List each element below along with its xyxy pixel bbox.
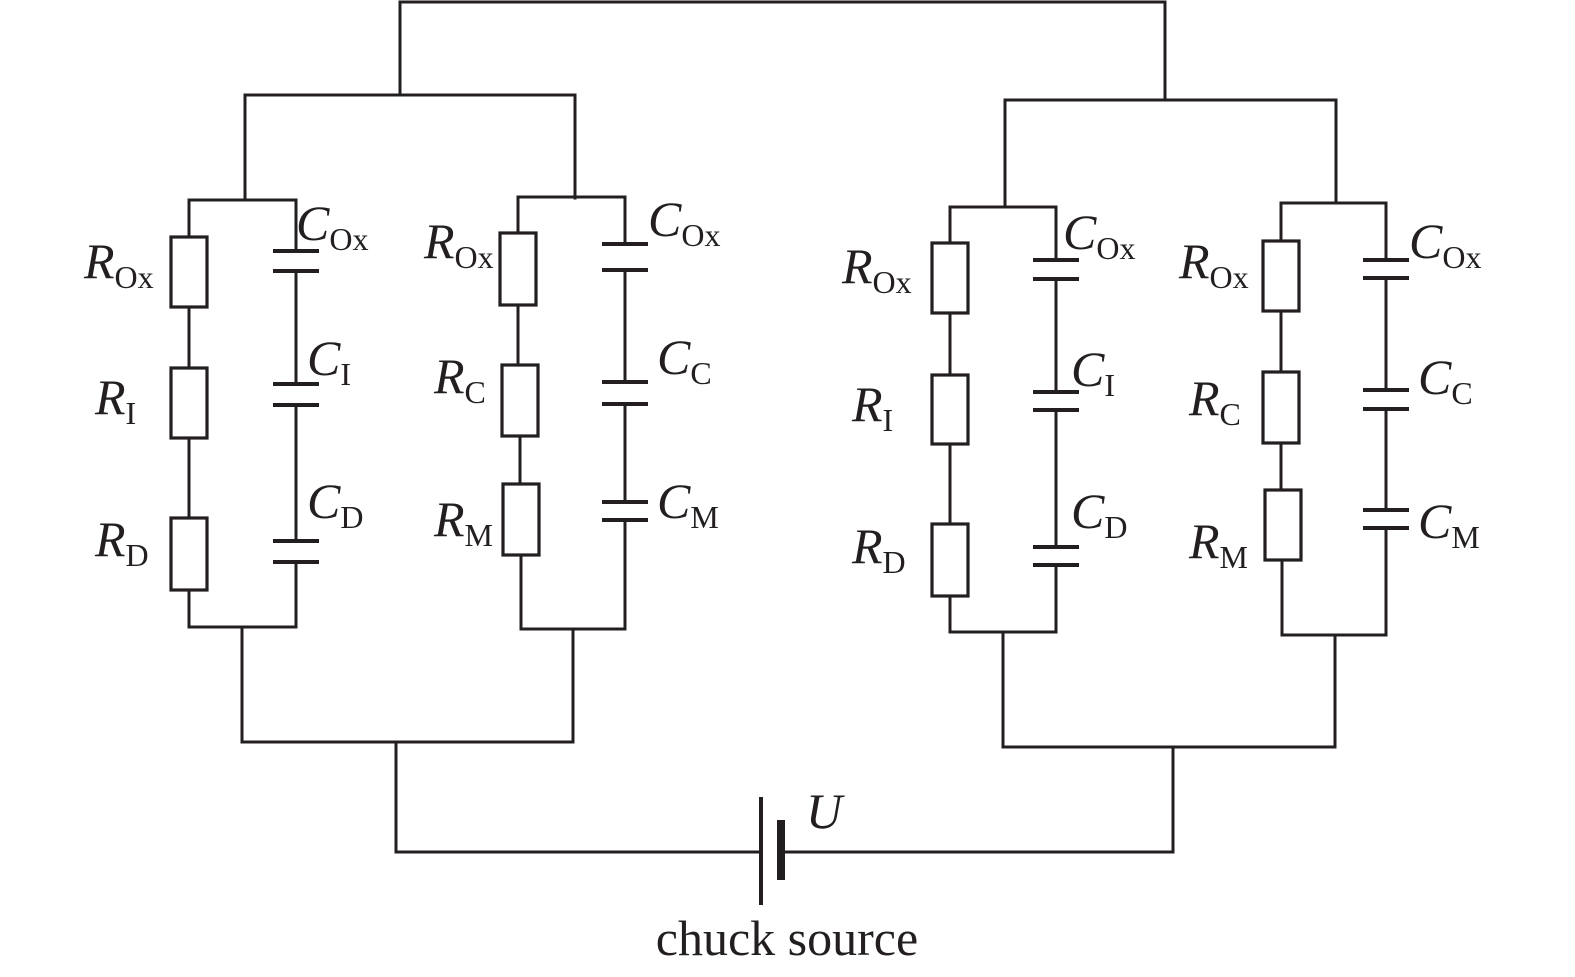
label-c-cox: COx [1063, 204, 1135, 266]
capacitor-d-cox [1363, 258, 1409, 280]
label-a-ci: CI [307, 330, 351, 392]
label-d-rm: RM [1188, 513, 1248, 575]
capacitor-c-ci [1033, 390, 1079, 412]
top-wire [398, 0, 1167, 102]
source-wire-right [780, 745, 1175, 854]
resistor-b-rox [498, 231, 538, 307]
label-a-cd: CD [307, 473, 363, 535]
capacitor-b-cc [602, 380, 648, 406]
capacitor-c-cd [1033, 545, 1079, 567]
right-group-top-bus [1003, 98, 1338, 209]
label-c-rd: RD [851, 518, 906, 580]
label-d-cc: CC [1418, 349, 1473, 411]
right-group-bottom-bus [1001, 630, 1337, 749]
label-b-cm: CM [657, 473, 719, 535]
label-c-cd: CD [1071, 483, 1127, 545]
resistor-c-rox [930, 241, 970, 315]
cell-a-bottom [187, 561, 298, 629]
capacitor-a-cox [273, 249, 319, 273]
resistor-d-rm [1263, 488, 1303, 562]
label-d-cox: COx [1409, 213, 1481, 275]
left-group-top-bus [243, 93, 577, 202]
left-group-bottom-bus [240, 626, 575, 744]
capacitor-b-cox [602, 242, 648, 272]
battery-symbol [759, 797, 785, 905]
source-wire-left [394, 740, 762, 854]
label-d-rox: ROx [1178, 233, 1249, 295]
resistor-d-rc [1261, 370, 1301, 445]
capacitor-d-cc [1363, 388, 1409, 411]
capacitor-a-cd [273, 539, 319, 564]
capacitor-d-cm [1363, 508, 1409, 530]
cell-b-top [516, 195, 627, 245]
source-voltage-label: U [806, 783, 845, 839]
capacitor-c-cox [1033, 258, 1079, 281]
label-b-rox: ROx [423, 213, 494, 275]
label-a-cox: COx [296, 195, 368, 257]
label-b-rc: RC [433, 348, 486, 410]
wires [187, 0, 1388, 854]
source-caption: chuck source [656, 910, 918, 966]
cell-d-top [1279, 201, 1388, 261]
label-b-cc: CC [657, 329, 712, 391]
label-a-ri: RI [94, 369, 136, 431]
resistor-b-rc [500, 363, 540, 438]
resistor-a-rd [169, 516, 209, 592]
resistor-c-rd [930, 522, 970, 598]
label-c-ci: CI [1071, 341, 1115, 403]
resistor-a-rox [169, 235, 209, 309]
capacitor-a-ci [273, 382, 319, 407]
cell-c-bottom [948, 564, 1058, 634]
label-b-cox: COx [648, 191, 720, 253]
label-a-rox: ROx [83, 233, 154, 295]
cell-a-top [187, 198, 298, 252]
cell-b-bottom [519, 519, 627, 631]
label-a-rd: RD [94, 511, 149, 573]
label-c-rox: ROx [841, 238, 912, 300]
label-d-rc: RC [1188, 370, 1241, 432]
label-d-cm: CM [1418, 493, 1480, 555]
label-b-rm: RM [433, 491, 493, 553]
component-labels: ROx RI RD COx CI CD ROx RC RM COx CC CM … [83, 191, 1481, 966]
capacitors [273, 242, 1409, 567]
capacitor-b-cm [602, 500, 648, 522]
resistor-a-ri [169, 366, 209, 440]
label-c-ri: RI [851, 376, 893, 438]
cell-d-bottom [1280, 527, 1388, 637]
resistors [169, 231, 1303, 598]
cell-c-top [948, 205, 1058, 261]
resistor-b-rm [501, 482, 541, 557]
resistor-d-rox [1261, 239, 1301, 313]
resistor-c-ri [930, 373, 970, 446]
